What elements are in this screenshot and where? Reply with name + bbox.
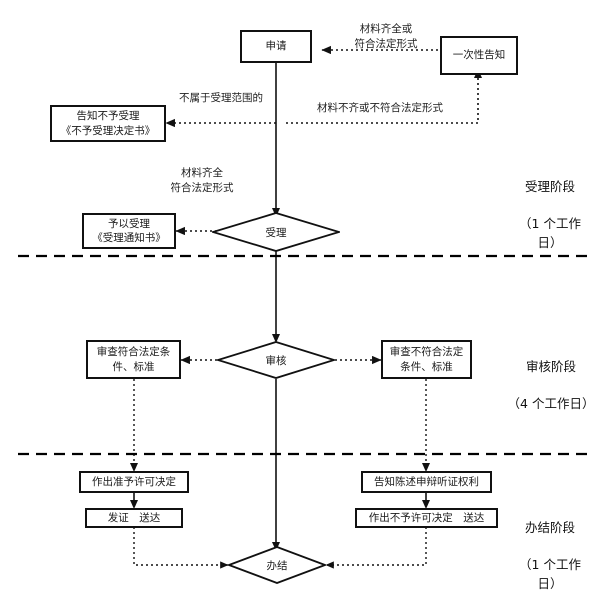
arrowhead-notconform-to-rights (422, 463, 430, 472)
node-complete-label: 办结 (266, 559, 288, 572)
stage-review-name: 审核阶段 (525, 358, 576, 374)
node-complete-diamond[interactable]: 办结 (228, 546, 326, 584)
arrowhead-accept-to-review (272, 334, 280, 343)
node-apply[interactable]: 申请 (240, 30, 312, 63)
node-accept-diamond[interactable]: 受理 (212, 212, 340, 252)
edge-nopermit-to-complete (325, 527, 427, 569)
stage-completion-duration: （1 个工作 日） (519, 557, 581, 591)
edge-label-materials-incomplete: 材料不齐或不符合法定形式 (317, 102, 443, 114)
node-review-label: 审核 (265, 354, 287, 367)
node-notify-not-accept[interactable]: 告知不予受理 《不予受理决定书》 (50, 105, 166, 142)
node-notify-rights[interactable]: 告知陈述申辩听证权利 (361, 471, 492, 493)
node-one-time-notice[interactable]: 一次性告知 (440, 36, 518, 75)
stage-label-acceptance: 受理阶段 （1 个工作 日） (508, 159, 592, 253)
node-decide-permit[interactable]: 作出准予许可决定 (79, 471, 189, 493)
stage-completion-name: 办结阶段 (524, 519, 575, 535)
edge-label-not-in-scope: 不属于受理范围的 (179, 92, 263, 104)
node-decide-no-permit[interactable]: 作出不予许可决定 送达 (355, 508, 498, 528)
edge-issue-to-complete (133, 527, 229, 569)
edge-incomplete-to-notice (286, 75, 479, 124)
stage-review-duration: （4 个工作日） (507, 396, 595, 412)
stage-label-completion: 办结阶段 （1 个工作 日） (508, 500, 592, 594)
node-review-not-conform[interactable]: 审查不符合法定 条件、标准 (381, 340, 472, 379)
arrowhead-rights-to-nopermit (422, 500, 430, 509)
edge-label-materials-complete-or-legal: 材料齐全或 符合法定形式 (354, 23, 418, 50)
arrowhead-conform-to-decide (130, 463, 138, 472)
node-grant-accept[interactable]: 予以受理 《受理通知书》 (82, 213, 176, 249)
stage-acceptance-name: 受理阶段 (524, 178, 575, 194)
node-review-conform[interactable]: 审查符合法定条 件、标准 (86, 340, 181, 379)
node-issue-deliver[interactable]: 发证 送达 (85, 508, 183, 528)
arrowhead-decide-to-issue (130, 500, 138, 509)
node-accept-label: 受理 (265, 226, 287, 239)
stage-acceptance-duration: （1 个工作 日） (519, 216, 581, 250)
stage-label-review: 审核阶段 （4 个工作日） (505, 339, 597, 414)
edge-label-materials-complete-legal: 材料齐全 符合法定形式 (170, 167, 234, 194)
node-review-diamond[interactable]: 审核 (217, 341, 335, 379)
